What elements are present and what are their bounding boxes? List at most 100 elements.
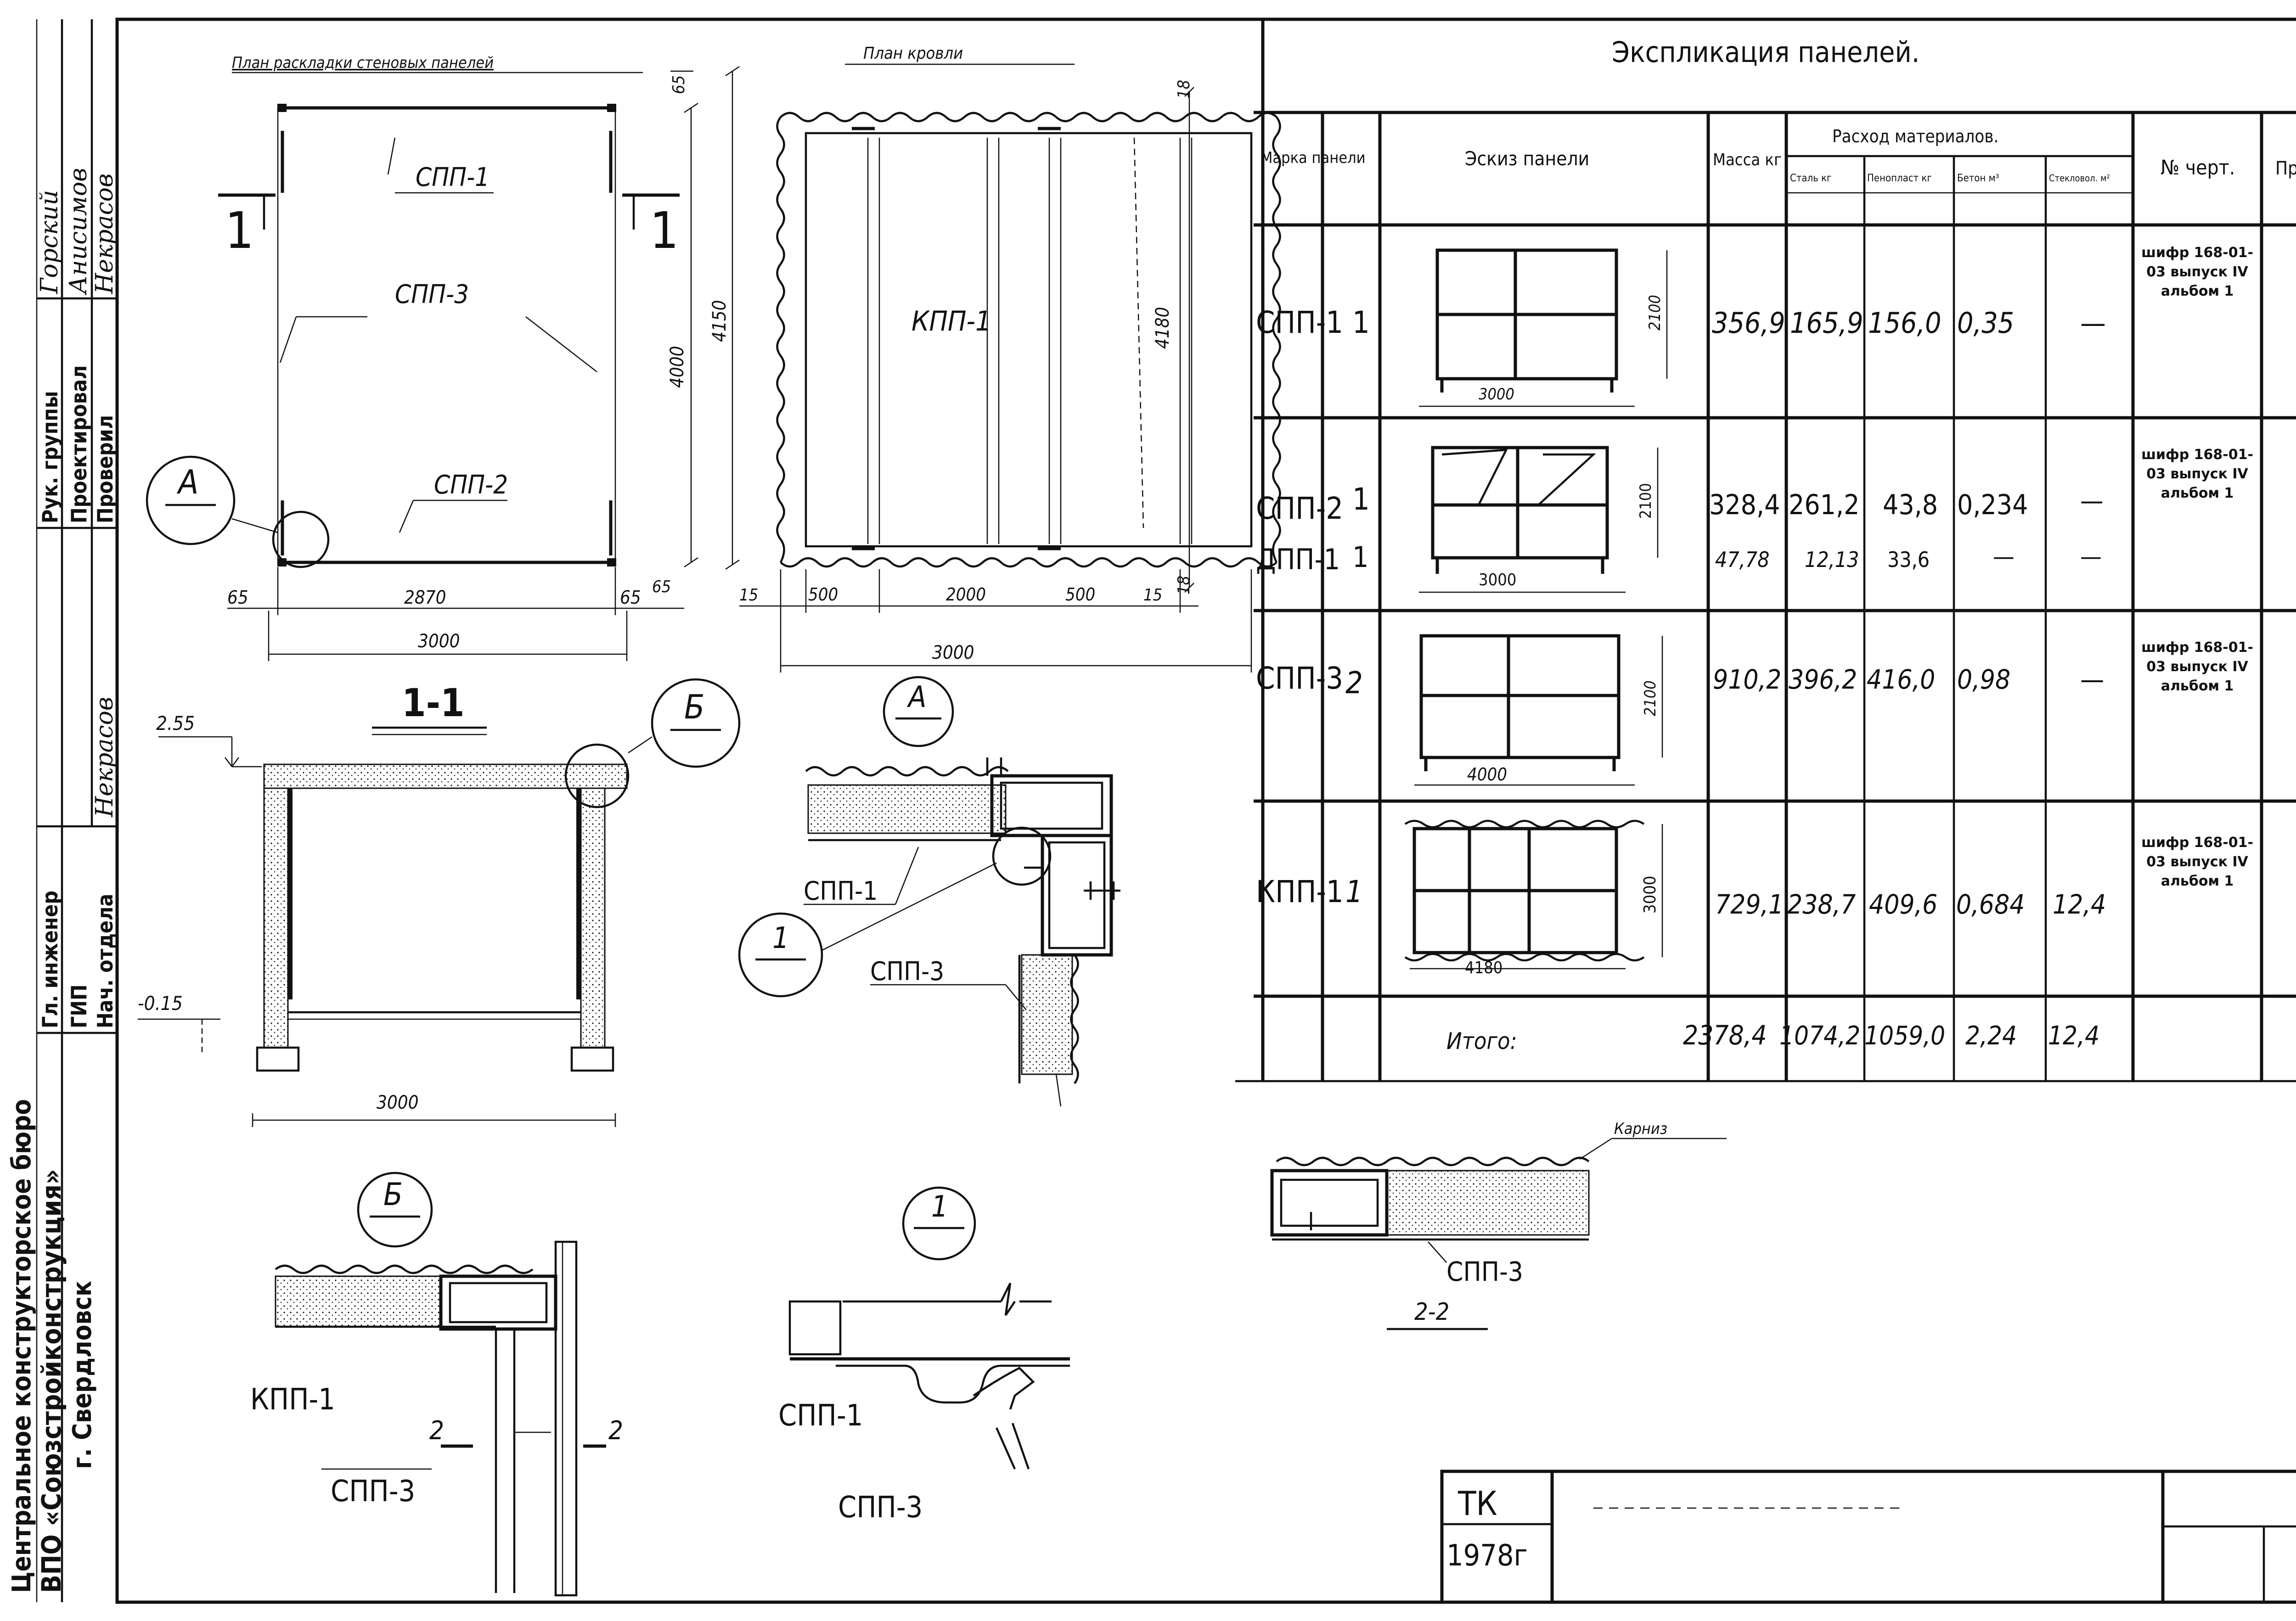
level-top: 2.55: [156, 712, 195, 735]
dim-3000-roof: 3000: [932, 642, 974, 663]
row3-steel: 396,2: [1789, 664, 1857, 695]
row4-drawing: шифр 168-01-03 выпуск IV альбом 1: [2141, 835, 2253, 889]
row3-glass: —: [2080, 664, 2104, 695]
dim-4150: 4150: [709, 300, 730, 342]
node-a-label-spp1: СПП-1: [804, 876, 878, 906]
dim-65-side: 65: [652, 578, 671, 596]
hdr-glass: Стекловол. м²: [2049, 173, 2110, 184]
dim-3000: 3000: [418, 631, 460, 652]
total-concrete: 2,24: [1965, 1021, 2017, 1051]
dim-15-right: 15: [1143, 586, 1162, 605]
roof-plan-title: План кровли: [863, 44, 963, 63]
node-a-detail-mark: 1: [772, 921, 789, 955]
row4-qty: 1: [1345, 874, 1363, 909]
node-a-detail: А СПП-1 СПП-3 1: [738, 676, 1120, 1107]
label-kpp1-roof: КПП-1: [912, 305, 991, 337]
role-chief-engineer: Гл. инженер: [38, 891, 62, 1028]
hdr-drawing: № черт.: [2161, 156, 2235, 179]
section-2-2-cornice: Карниз: [1614, 1120, 1667, 1138]
dim-18-top: 18: [1175, 80, 1193, 99]
node-b-callout: Б: [684, 688, 704, 726]
node-b-detail: Б КПП-1 СПП-3 2 2: [250, 1172, 623, 1597]
spec-title: Экспликация панелей.: [1612, 35, 1919, 69]
section-2-2-label: СПП-3: [1446, 1256, 1523, 1287]
section-1-1-title: 1-1: [402, 680, 465, 725]
dim-65-left: 65: [227, 587, 248, 608]
node-b-label-kpp1: КПП-1: [250, 1383, 335, 1417]
total-glass: 12,4: [2048, 1021, 2099, 1051]
row3-mark: СПП-3: [1256, 661, 1343, 696]
row3-insulation: 416,0: [1867, 664, 1935, 695]
role-lead: Рук. группы: [38, 391, 62, 523]
row3-mass: 910,2: [1713, 664, 1781, 695]
node-a-mark: А: [906, 680, 926, 714]
node-b-mark: Б: [383, 1177, 403, 1213]
role-checked: Проверил: [93, 415, 118, 523]
row2-qty: 1: [1352, 482, 1370, 517]
node-b-section-right: 2: [608, 1416, 623, 1446]
dim-500-right: 500: [1065, 584, 1095, 605]
signature-1b: Горский: [36, 190, 63, 294]
signature-3: Некрасов: [91, 697, 118, 818]
label-spp2: СПП-2: [434, 470, 508, 500]
total-mass: 2378,4: [1683, 1020, 1767, 1051]
total-insulation: 1059,0: [1864, 1021, 1945, 1051]
signature-2: Некрасов: [91, 174, 118, 294]
node-1-label-spp3: СПП-3: [838, 1491, 923, 1525]
org-line-3: г. Свердловск: [68, 1281, 97, 1469]
dim-500-left: 500: [808, 584, 838, 605]
bottom-title-block: ТК 1978г: [1440, 1470, 2296, 1604]
label-spp1: СПП-1: [416, 163, 490, 192]
row3-qty: 2: [1345, 665, 1363, 701]
node-a-callout: А: [176, 463, 198, 501]
row2b-insulation: 33,6: [1887, 547, 1930, 572]
wall-panel-plan: План раскладки стеновых панелей СПП-1 СП…: [146, 54, 740, 661]
dim-15-left: 15: [739, 586, 758, 605]
sheet-year: 1978г: [1446, 1539, 1528, 1573]
spec-table: Экспликация панелей. 5 Марка панели Эски…: [1254, 35, 2296, 1081]
hdr-insulation: Пенопласт кг: [1867, 173, 1932, 184]
row4-concrete: 0,684: [1956, 889, 2025, 920]
row1-steel: 165,9: [1790, 306, 1863, 340]
spec-row: СПП-2 1 ДПП-1 1 3000 2100 328,4 261,2 43…: [1256, 446, 2253, 593]
dim-3000-section: 3000: [377, 1092, 419, 1113]
node-1-detail: 1 СПП-1 СПП-3: [778, 1186, 1070, 1525]
left-title-block: Рук. группы Проектировал Проверил Гл. ин…: [7, 19, 119, 1602]
row2-glass: —: [2080, 486, 2103, 516]
row4-mass: 729,1: [1715, 889, 1784, 920]
level-bottom: -0.15: [138, 992, 183, 1015]
node-b-label-spp3: СПП-3: [331, 1475, 415, 1509]
dim-18-bottom: 18: [1175, 576, 1193, 595]
sheet-frame: [115, 17, 2296, 1604]
signature-1: Анисимов: [65, 168, 92, 296]
row2b-qty: 1: [1352, 540, 1368, 574]
row2-insulation: 43,8: [1883, 489, 1938, 521]
row4-sketch-h: 3000: [1641, 876, 1660, 914]
spec-row: КПП-1 1 4180 3000 729,1 238,7 409,6 0,68…: [1256, 819, 2253, 977]
hdr-steel: Сталь кг: [1790, 173, 1831, 184]
roof-plan: План кровли КПП-1 4180 18 18: [739, 44, 1281, 673]
dim-4000: 4000: [667, 346, 688, 388]
row4-mark: КПП-1: [1256, 874, 1344, 909]
node-b-section-left: 2: [429, 1416, 444, 1446]
dim-65-right: 65: [620, 587, 641, 608]
role-designed: Проектировал: [67, 365, 91, 523]
row2-sketch-h: 2100: [1637, 483, 1655, 519]
row2-steel: 261,2: [1789, 489, 1859, 521]
row1-qty: 1: [1352, 305, 1370, 340]
row1-concrete: 0,35: [1957, 306, 2014, 340]
node-1-label-spp1: СПП-1: [778, 1399, 863, 1433]
section-2-2-title: 2-2: [1414, 1298, 1449, 1326]
row4-steel: 238,7: [1787, 889, 1856, 920]
row4-glass: 12,4: [2053, 889, 2106, 920]
hdr-materials: Расход материалов.: [1832, 126, 1998, 146]
row2b-mass: 47,78: [1715, 547, 1769, 572]
section-1-1: 1-1 2.55 -0.15 3000 Б: [138, 678, 741, 1127]
hdr-mark: Марка панели: [1261, 149, 1366, 167]
row3-sketch-h: 2100: [1641, 680, 1660, 716]
spec-row: СПП-3 2 4000 2100 910,2 396,2 416,0 0,98…: [1256, 634, 2253, 786]
wall-plan-title: План раскладки стеновых панелей: [232, 54, 494, 72]
node-a-label-spp3: СПП-3: [870, 957, 944, 987]
row2b-concrete: —: [1993, 543, 2015, 571]
hdr-concrete: Бетон м³: [1957, 173, 1999, 184]
